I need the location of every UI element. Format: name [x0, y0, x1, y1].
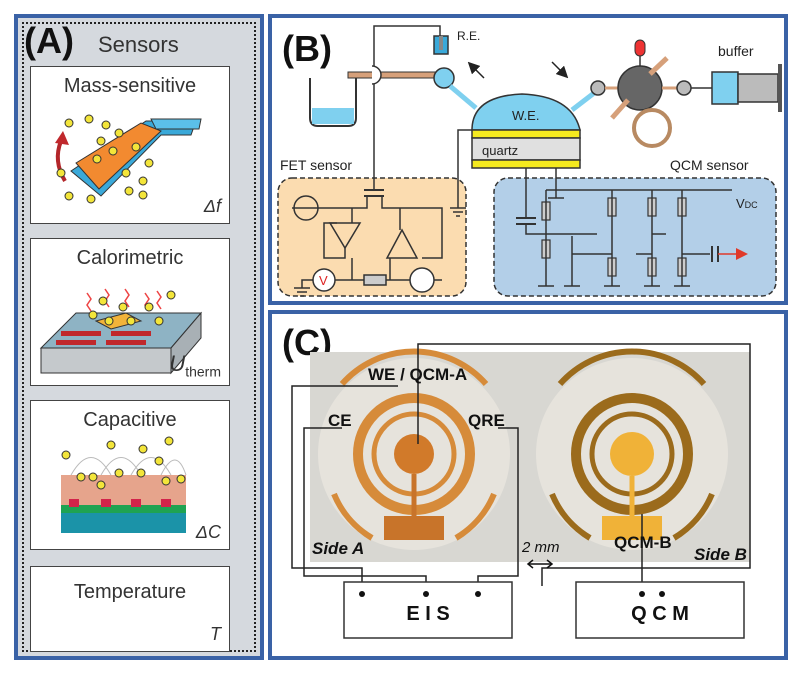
buffer-label: buffer — [718, 43, 754, 59]
sensors-title: Sensors — [98, 32, 179, 57]
we-label: W.E. — [512, 108, 539, 123]
sample-loop — [632, 108, 672, 148]
symbol-t: T — [210, 624, 221, 644]
cantilever-illustration — [55, 114, 202, 204]
side-a-label: Side A — [312, 539, 364, 558]
op-amp-2 — [385, 228, 419, 259]
panel-c-electrodes: (C) — [268, 310, 788, 660]
card-temperature: Temperature T — [30, 566, 230, 652]
symbol-delta-c: ΔC — [195, 522, 221, 542]
electrode-photo-schematic: WE / QCM-A CE QRE Side A Side B 2 mm QCM… — [291, 343, 751, 639]
re-chamber — [433, 67, 455, 89]
card-title: Capacitive — [83, 409, 177, 431]
vdc-label: VDC — [736, 196, 758, 211]
panel-a-label: (A) — [24, 20, 74, 61]
re-label: R.E. — [457, 29, 480, 43]
wire-re — [373, 25, 441, 110]
scale-label: 2 mm — [521, 539, 560, 556]
panel-a-sensors: (A) Sensors Mass-sensitive Δf Calorimetr… — [14, 14, 264, 660]
qcm-sensor-label: QCM sensor — [670, 157, 749, 173]
panel-b-setup: (B) R.E. W.E. quartz — [268, 14, 788, 305]
electrode-side-a — [318, 348, 510, 550]
op-amp-1 — [328, 222, 362, 250]
symbol-delta-f: Δf — [203, 196, 221, 216]
symbol-sub-therm: therm — [185, 363, 221, 379]
current-source-icon — [293, 195, 319, 221]
qcm-box — [575, 581, 745, 639]
card-title: Calorimetric — [76, 247, 184, 269]
tube — [347, 71, 441, 79]
ce-label: CE — [328, 411, 352, 430]
symbol-u: U — [169, 350, 186, 376]
working-electrode — [471, 93, 581, 131]
setup-schematic: R.E. W.E. quartz buffer FET sensor — [277, 25, 782, 297]
eis-box-label: E I S — [406, 603, 449, 625]
beaker-icon — [309, 78, 357, 127]
voltmeter-label: V — [319, 273, 328, 288]
card-capacitive: Capacitive ΔC — [30, 400, 230, 550]
fet-sensor-label: FET sensor — [280, 157, 352, 173]
qcm-sensor-circuit — [493, 177, 777, 297]
card-mass-sensitive: Mass-sensitive Δf — [30, 66, 230, 224]
qcm-b-label: QCM-B — [614, 533, 672, 552]
panel-b-label: (B) — [282, 28, 332, 69]
syringe-icon — [711, 71, 739, 105]
wire-we-qcm-a — [417, 343, 751, 586]
card-title: Temperature — [73, 581, 187, 603]
symbol-u-therm: Utherm — [169, 351, 221, 379]
qre-label: QRE — [468, 411, 505, 430]
card-title: Mass-sensitive — [63, 75, 197, 97]
card-calorimetric: Calorimetric Utherm — [30, 238, 230, 386]
quartz-label: quartz — [482, 143, 518, 158]
eis-box — [343, 581, 513, 639]
side-b-label: Side B — [694, 545, 747, 564]
current-source-icon — [409, 267, 435, 293]
we-qcm-a-label: WE / QCM-A — [368, 365, 467, 384]
electrode-side-b — [536, 348, 728, 550]
scale-arrow-icon — [526, 559, 554, 569]
capacitive-illustration — [61, 436, 187, 533]
qcm-box-label: Q C M — [631, 603, 689, 625]
calorimetric-illustration — [39, 288, 203, 375]
